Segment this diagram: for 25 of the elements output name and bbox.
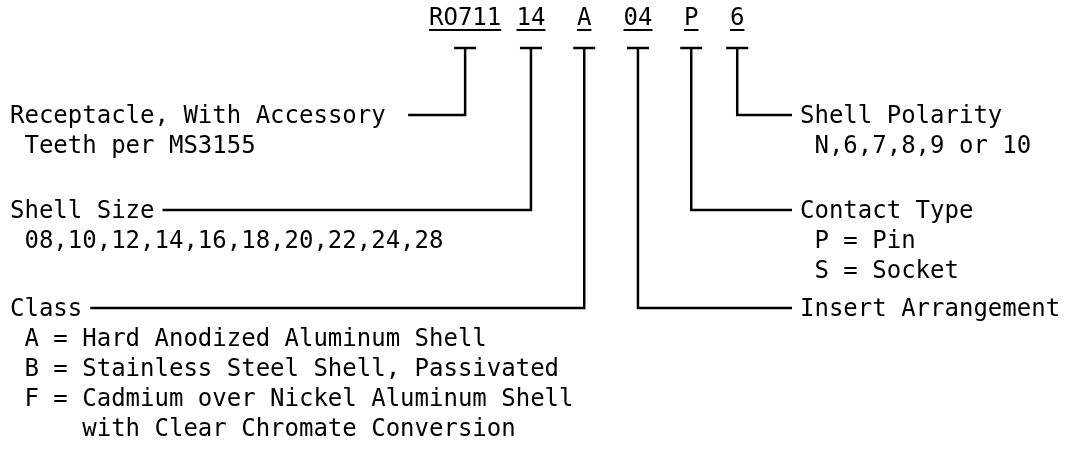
leader-line xyxy=(162,46,544,212)
part-code: 14 xyxy=(516,2,546,48)
part-code: 6 xyxy=(730,2,745,48)
part-code: A xyxy=(577,2,592,48)
field-label: Shell Size xyxy=(10,195,163,225)
field-description: Receptacle, With Accessory Teeth per MS3155 xyxy=(10,100,409,160)
field-label: Shell Polarity xyxy=(792,100,1003,130)
leader-line xyxy=(625,46,792,310)
option-text: P = Pin xyxy=(814,225,916,255)
leader-line xyxy=(679,46,792,212)
leader-line xyxy=(725,46,792,117)
field-description: Insert Arrangement xyxy=(792,293,1061,323)
part-code: 04 xyxy=(623,2,653,48)
option-text: A = Hard Anodized Aluminum Shell xyxy=(24,323,488,353)
field-label: Contact Type xyxy=(792,195,974,225)
option-text: B = Stainless Steel Shell, Passivated xyxy=(24,353,561,383)
option-text: N,6,7,8,9 or 10 xyxy=(814,130,1032,160)
leader-line xyxy=(408,46,478,117)
option-text: F = Cadmium over Nickel Aluminum Shell with Clear Chromate Conversion xyxy=(24,383,575,443)
part-code: P xyxy=(684,2,699,48)
part-code: RO711 xyxy=(429,2,502,48)
leader-line xyxy=(90,46,597,310)
option-text: 08,10,12,14,16,18,20,22,24,28 xyxy=(24,225,444,255)
field-label: Class xyxy=(10,293,91,323)
option-text: S = Socket xyxy=(814,255,959,285)
